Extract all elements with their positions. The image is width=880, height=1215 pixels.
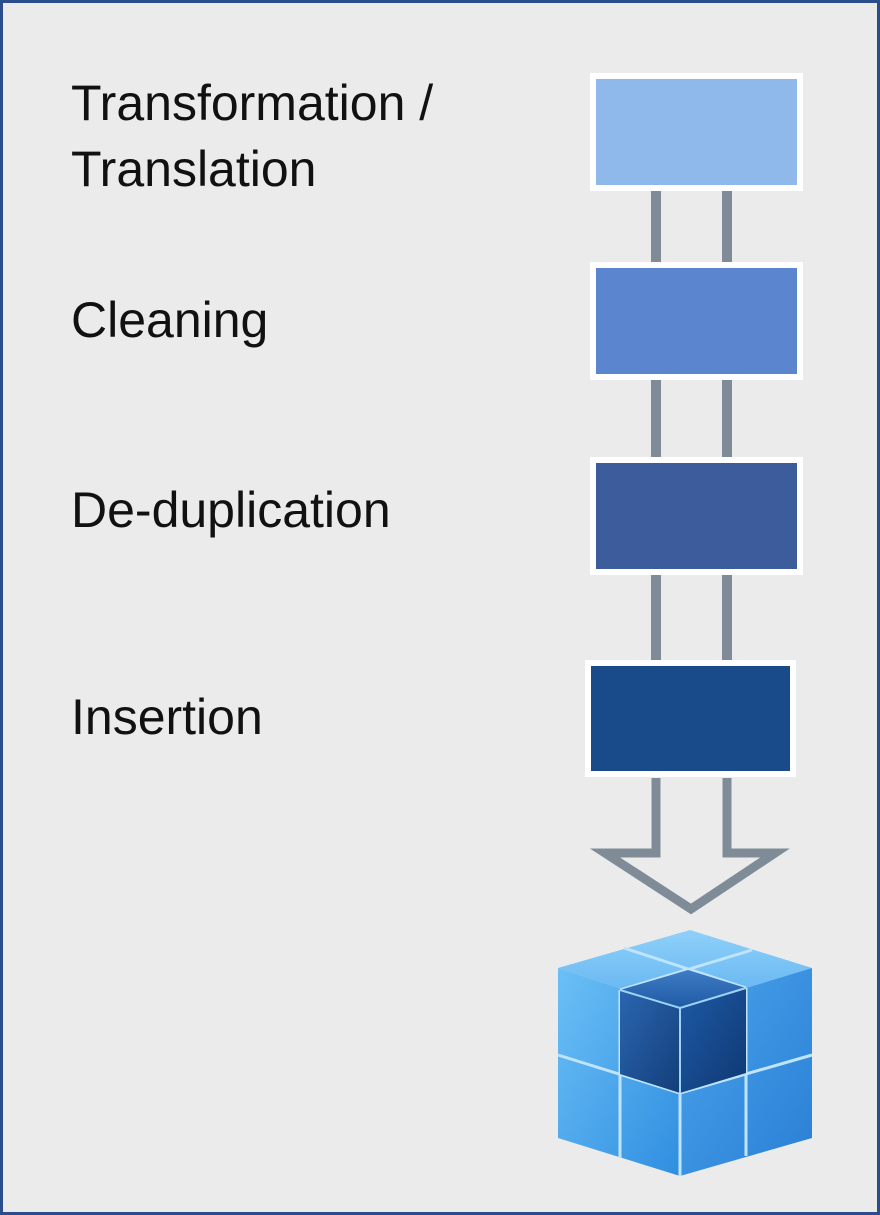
database-cube-icon [557, 930, 813, 1176]
down-arrow-icon [589, 778, 790, 915]
step-box-cleaning [590, 262, 803, 380]
step-box-deduplication [590, 457, 803, 575]
step-box-transformation [590, 73, 803, 191]
connector-2 [651, 380, 732, 458]
step-label-deduplication: De-duplication [71, 482, 391, 538]
step-label-cleaning: Cleaning [71, 292, 269, 348]
step-box-insertion [585, 660, 796, 777]
connector-1 [651, 190, 732, 262]
step-label-transformation: Transformation / Translation [71, 75, 434, 197]
connector-3 [651, 575, 732, 661]
step-label-insertion: Insertion [71, 689, 263, 745]
